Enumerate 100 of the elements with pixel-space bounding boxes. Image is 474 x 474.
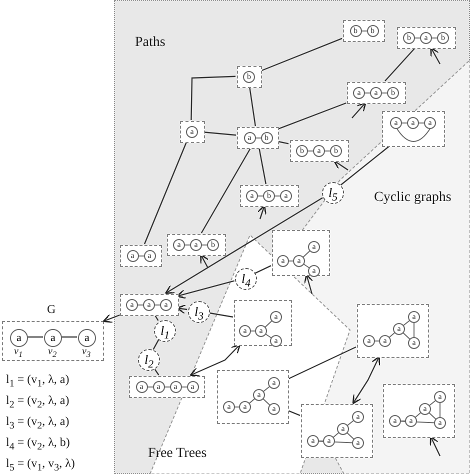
formula-text: l$_{3}$ = (v$_{2}$, λ, a) — [6, 414, 70, 432]
vertex-label: a — [390, 117, 402, 129]
vertex-label: a — [223, 401, 235, 413]
vertex-label: a — [405, 415, 417, 427]
vertex-label: a — [308, 265, 320, 277]
vertex-label: a — [379, 335, 391, 347]
formula-text: l$_{2}$ = (v$_{2}$, λ, a) — [6, 393, 70, 410]
vertex-name: v$_{3}$ — [82, 346, 91, 359]
region-heading: Free Trees — [148, 446, 207, 462]
vertex-label: a — [293, 255, 305, 267]
connector-line — [278, 140, 289, 144]
vertex-circle: a — [78, 329, 96, 347]
formula-text: l$_{5}$ = (v$_{1}$, v$_{3}$, λ) — [6, 456, 75, 474]
vertex-label: a — [144, 250, 156, 262]
pattern-box — [120, 245, 162, 267]
pattern-box — [382, 111, 444, 147]
vertex-label: a — [419, 403, 431, 415]
region-heading: Paths — [135, 35, 166, 51]
vertex-label: a — [173, 239, 185, 251]
pattern-box — [234, 300, 292, 346]
pattern-box — [180, 121, 204, 143]
vertex-label: a — [408, 337, 420, 349]
pattern-box — [272, 230, 330, 276]
vertex-label: a — [136, 381, 148, 393]
pattern-box — [290, 140, 348, 162]
vertex-label: a — [434, 417, 446, 429]
vertex-label: b — [437, 32, 449, 44]
pattern-box — [301, 404, 373, 458]
connector-line — [152, 339, 160, 350]
panel-background — [114, 0, 470, 474]
vertex-circle: a — [44, 329, 62, 347]
vertex-label: a — [126, 250, 138, 262]
vertex-label: b — [403, 32, 415, 44]
pattern-box — [166, 234, 226, 256]
vertex-label: b — [296, 145, 308, 157]
vertex-label: a — [363, 335, 375, 347]
connector-line — [190, 76, 236, 120]
vertex-label: a — [323, 435, 335, 447]
connector-line — [27, 336, 43, 338]
vertex-label: a — [143, 299, 155, 311]
vertex-label: a — [420, 32, 432, 44]
vertex-label: a — [186, 381, 198, 393]
pattern-box — [129, 376, 205, 398]
vertex-label: b — [243, 71, 255, 83]
vertex-label: a — [126, 299, 138, 311]
vertex-label: a — [313, 145, 325, 157]
vertex-label: a — [239, 325, 251, 337]
pattern-box — [357, 304, 429, 358]
connector-line — [208, 312, 234, 318]
vertex-label: a — [253, 389, 265, 401]
vertex-label: a — [370, 87, 382, 99]
vertex-label: b — [263, 190, 275, 202]
vertex-label: a — [246, 190, 258, 202]
connector-line — [61, 336, 77, 338]
connector-line — [144, 142, 188, 244]
vertex-label: a — [190, 239, 202, 251]
vertex-label: a — [280, 190, 292, 202]
connector-line — [288, 410, 300, 416]
vertex-circle: a — [10, 329, 28, 347]
connector-line — [384, 48, 416, 82]
vertex-label: a — [389, 415, 401, 427]
formula-text: l$_{4}$ = (v$_{2}$, λ, b) — [6, 435, 70, 452]
vertex-label: b — [350, 25, 362, 37]
vertex-label: a — [434, 391, 446, 403]
vertex-label: a — [408, 311, 420, 323]
vertex-label: a — [353, 87, 365, 99]
region-heading: Cyclic graphs — [374, 190, 452, 206]
vertex-label: a — [244, 132, 256, 144]
connector-line — [254, 265, 272, 274]
pattern-box — [396, 27, 456, 49]
vertex-label: b — [330, 145, 342, 157]
pattern-box — [343, 20, 385, 42]
pattern-box — [240, 185, 298, 207]
connector-line — [154, 314, 159, 321]
vertex-name: v$_{2}$ — [48, 346, 57, 359]
connector-line — [288, 346, 356, 380]
label-circle: l$_{2}$ — [138, 349, 160, 371]
vertex-label: a — [268, 377, 280, 389]
connector-line — [203, 132, 236, 136]
vertex-label: a — [308, 241, 320, 253]
connector-line — [249, 86, 256, 126]
pattern-box — [120, 294, 178, 316]
vertex-label: a — [160, 299, 172, 311]
vertex-label: a — [268, 403, 280, 415]
vertex-label: b — [207, 239, 219, 251]
vertex-label: a — [270, 311, 282, 323]
vertex-label: a — [277, 255, 289, 267]
vertex-label: b — [260, 132, 272, 144]
vertex-label: a — [337, 423, 349, 435]
vertex-label: a — [424, 117, 436, 129]
vertex-label: b — [366, 25, 378, 37]
connector-line — [278, 102, 346, 130]
graph-title: G — [47, 302, 56, 317]
pattern-box — [383, 384, 455, 438]
pattern-box — [236, 66, 262, 88]
vertex-name: v$_{1}$ — [14, 346, 23, 359]
vertex-label: b — [387, 87, 399, 99]
pattern-box — [237, 127, 279, 149]
vertex-label: a — [307, 435, 319, 447]
label-circle: l$_{3}$ — [188, 301, 210, 323]
